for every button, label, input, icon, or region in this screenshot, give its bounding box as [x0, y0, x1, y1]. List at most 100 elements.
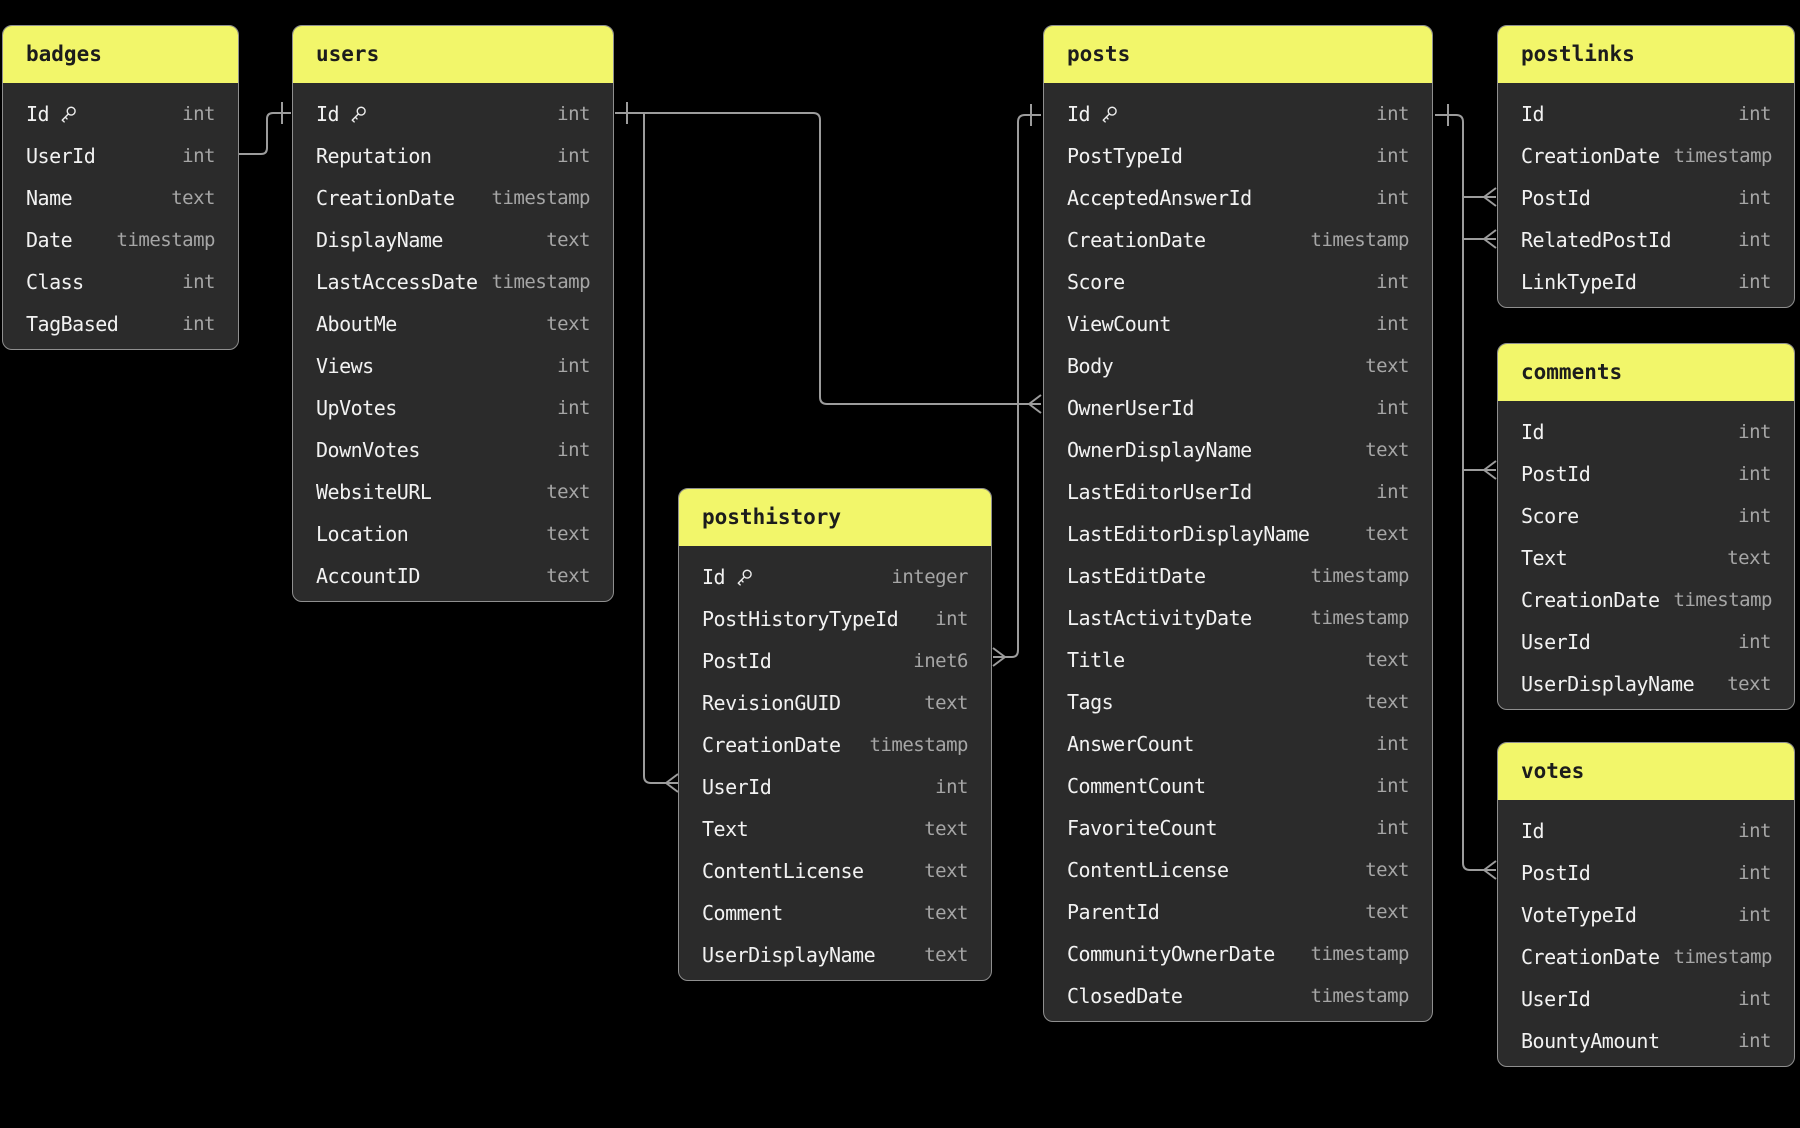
table-row: Body text [1044, 345, 1432, 387]
table-title[interactable]: posts [1044, 26, 1432, 83]
field-name: CreationDate [1521, 945, 1660, 969]
table-field-list: Id int Reputation int CreationDate times… [293, 83, 613, 601]
relationship-posthistory-userid-users-id[interactable] [643, 113, 679, 793]
relationship-postlinks-relatedpostid-posts-id[interactable] [1463, 229, 1497, 249]
field-type: text [1727, 673, 1771, 695]
field-type: text [546, 565, 590, 587]
table-row: LastActivityDate timestamp [1044, 597, 1432, 639]
table-row: AnswerCount int [1044, 723, 1432, 765]
field-name: AcceptedAnswerId [1067, 186, 1252, 210]
table-row: CommunityOwnerDate timestamp [1044, 933, 1432, 975]
field-type: text [1727, 547, 1771, 569]
table-row: PostId int [1498, 177, 1794, 219]
table-row: AboutMe text [293, 303, 613, 345]
field-type: text [546, 229, 590, 251]
table-row: OwnerDisplayName text [1044, 429, 1432, 471]
field-name: Id [316, 102, 340, 126]
table-row: Id int [1044, 93, 1432, 135]
relationship-line [615, 112, 1041, 405]
relationship-votes-postid-posts-id[interactable] [1435, 104, 1497, 880]
field-name: UserId [26, 144, 96, 168]
field-type: int [1738, 505, 1771, 527]
field-name: CommunityOwnerDate [1067, 942, 1275, 966]
relationship-line [1435, 114, 1484, 871]
field-type: int [1376, 733, 1409, 755]
field-name: OwnerDisplayName [1067, 438, 1252, 462]
field-name: RevisionGUID [702, 691, 841, 715]
table-row: TagBased int [3, 303, 238, 345]
field-name: Id [1067, 102, 1091, 126]
table-posts[interactable]: posts Id int PostTypeId int AcceptedAnsw… [1043, 25, 1433, 1022]
table-posthistory[interactable]: posthistory Id integer PostHistoryTypeId… [678, 488, 992, 981]
table-row: CreationDate timestamp [679, 724, 991, 766]
field-type: int [1738, 229, 1771, 251]
field-type: text [924, 860, 968, 882]
field-type: text [1365, 859, 1409, 881]
field-type: int [557, 103, 590, 125]
table-title[interactable]: postlinks [1498, 26, 1794, 83]
field-name: Score [1067, 270, 1125, 294]
field-type: text [924, 944, 968, 966]
field-name: Title [1067, 648, 1125, 672]
table-row: Id int [1498, 810, 1794, 852]
table-votes[interactable]: votes Id int PostId int VoteTypeId int C… [1497, 742, 1795, 1067]
primary-key-icon [1102, 106, 1117, 123]
field-type: int [1738, 271, 1771, 293]
field-type: timestamp [1310, 985, 1410, 1007]
table-title[interactable]: votes [1498, 743, 1794, 800]
field-type: text [546, 481, 590, 503]
table-users[interactable]: users Id int Reputation int CreationDate… [292, 25, 614, 602]
field-type: int [1738, 988, 1771, 1010]
cardinality-many-crowfoot [1028, 394, 1042, 414]
field-name: CreationDate [1067, 228, 1206, 252]
field-name: PostTypeId [1067, 144, 1183, 168]
table-row: AcceptedAnswerId int [1044, 177, 1432, 219]
table-row: CreationDate timestamp [1498, 579, 1794, 621]
table-title[interactable]: posthistory [679, 489, 991, 546]
field-name: LastActivityDate [1067, 606, 1252, 630]
field-type: int [1738, 862, 1771, 884]
table-field-list: Id integer PostHistoryTypeId int PostId … [679, 546, 991, 980]
field-name: PostId [702, 649, 772, 673]
field-name: CreationDate [702, 733, 841, 757]
table-row: DownVotes int [293, 429, 613, 471]
relationship-comments-postid-posts-id[interactable] [1463, 460, 1497, 480]
table-title[interactable]: badges [3, 26, 238, 83]
field-type: timestamp [1310, 607, 1410, 629]
table-comments[interactable]: comments Id int PostId int Score int Tex… [1497, 343, 1795, 710]
cardinality-many-crowfoot [1483, 460, 1497, 480]
table-row: Name text [3, 177, 238, 219]
table-row: UserId int [1498, 621, 1794, 663]
field-type: int [1738, 1030, 1771, 1052]
field-name: Score [1521, 504, 1579, 528]
field-type: int [557, 397, 590, 419]
field-type: int [557, 355, 590, 377]
field-type: int [1738, 463, 1771, 485]
field-name: AccountID [316, 564, 420, 588]
table-row: LastEditorDisplayName text [1044, 513, 1432, 555]
table-row: CreationDate timestamp [293, 177, 613, 219]
table-field-list: Id int PostId int VoteTypeId int Creatio… [1498, 800, 1794, 1066]
relationship-posts-owneruserid-users-id[interactable] [615, 102, 1042, 414]
field-type: int [1738, 187, 1771, 209]
relationship-postlinks-postid-posts-id[interactable] [1463, 187, 1497, 207]
field-name: CommentCount [1067, 774, 1206, 798]
table-row: Text text [679, 808, 991, 850]
field-type: int [557, 439, 590, 461]
table-title[interactable]: users [293, 26, 613, 83]
relationship-badges-userid-users-id[interactable] [239, 102, 291, 155]
field-name: Tags [1067, 690, 1114, 714]
table-badges[interactable]: badges Id int UserId int Name text Date … [2, 25, 239, 350]
table-title[interactable]: comments [1498, 344, 1794, 401]
table-row: Score int [1044, 261, 1432, 303]
table-row: LinkTypeId int [1498, 261, 1794, 303]
table-postlinks[interactable]: postlinks Id int CreationDate timestamp … [1497, 25, 1795, 308]
field-name: Name [26, 186, 73, 210]
table-row: Score int [1498, 495, 1794, 537]
field-name: UserId [702, 775, 772, 799]
table-row: UserId int [1498, 978, 1794, 1020]
field-name: OwnerUserId [1067, 396, 1194, 420]
relationship-posthistory-postid-posts-id[interactable] [992, 104, 1041, 667]
field-name: CreationDate [316, 186, 455, 210]
